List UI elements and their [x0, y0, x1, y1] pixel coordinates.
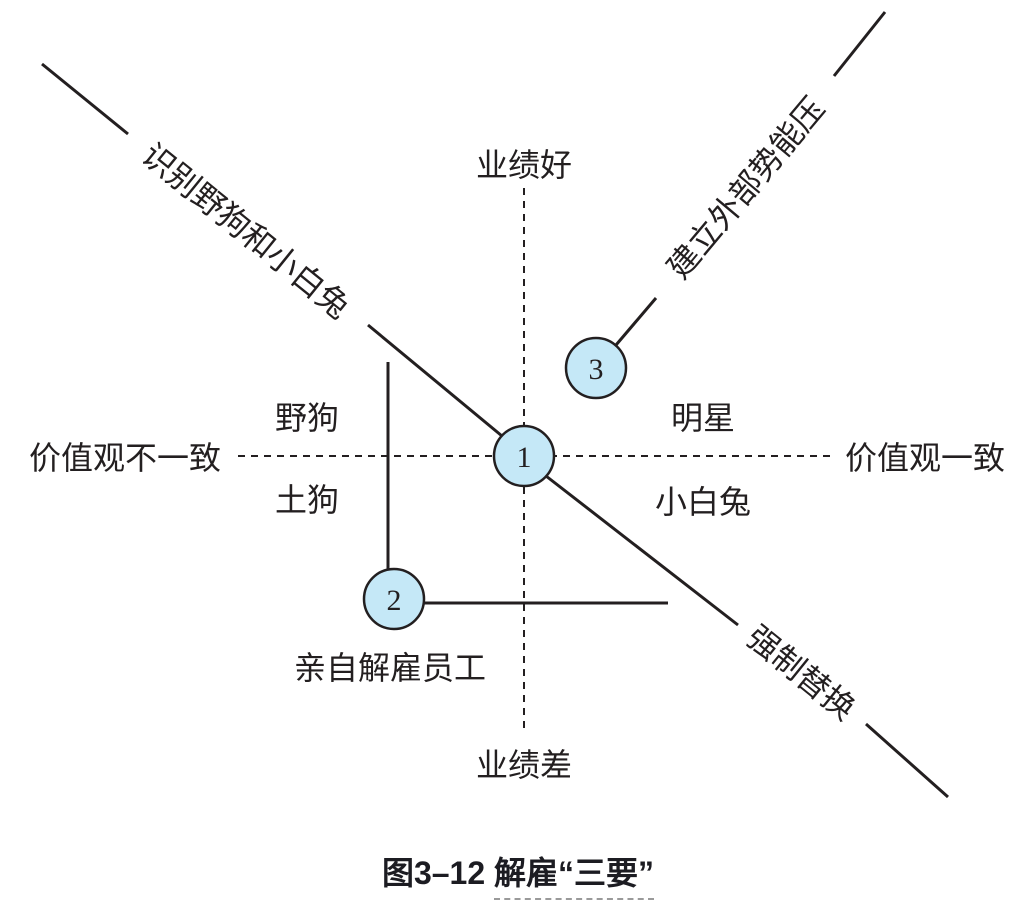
figure-title: 解雇“三要” — [494, 848, 655, 900]
quadrant-local-dog: 土狗 — [275, 481, 339, 519]
quadrant-white-rabbit: 小白兔 — [655, 483, 751, 521]
axis-label-top: 业绩好 — [476, 146, 572, 184]
diagonal-line-1 — [41, 62, 949, 799]
svg-text:2: 2 — [387, 584, 402, 617]
step3-label: 建立外部势能压 — [659, 90, 832, 286]
step3-marker: 3 — [564, 336, 628, 400]
quadrant-wild-dog: 野狗 — [275, 399, 339, 437]
figure-number: 图3–12 — [381, 855, 486, 891]
diagonal-line-3 — [614, 11, 887, 346]
axis-label-bottom: 业绩差 — [476, 746, 572, 784]
axis-label-right: 价值观一致 — [845, 439, 1005, 477]
step1-label: 识别野狗和小白兔 — [135, 136, 358, 327]
step2-marker: 2 — [362, 567, 426, 631]
axis-label-left: 价值观不一致 — [29, 439, 221, 477]
svg-text:3: 3 — [589, 353, 604, 386]
figure-caption: 图3–12 解雇“三要” — [0, 848, 1036, 900]
step2-label: 亲自解雇员工 — [294, 649, 486, 687]
quadrant-star: 明星 — [671, 399, 735, 437]
svg-text:1: 1 — [517, 441, 532, 474]
step1-marker: 1 — [492, 424, 556, 488]
step1-label-2: 强制替换 — [739, 618, 862, 728]
